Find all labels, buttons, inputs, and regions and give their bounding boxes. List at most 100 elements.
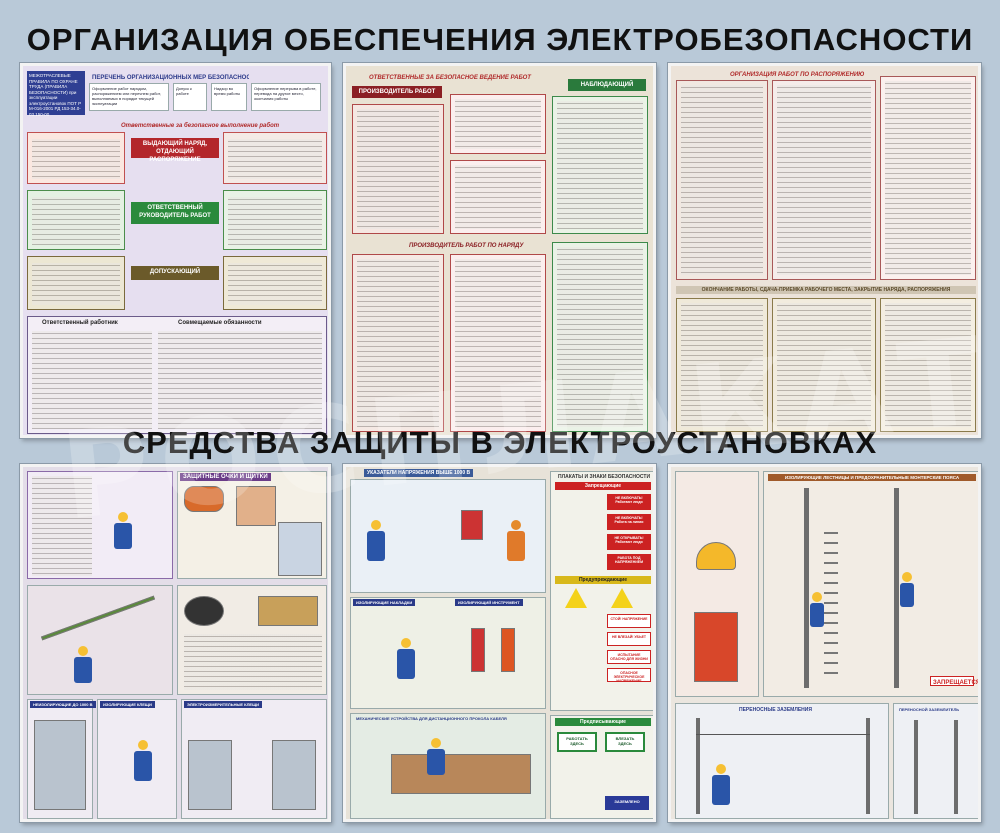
worker-icon bbox=[138, 740, 148, 750]
duty-box-2-text bbox=[228, 139, 322, 179]
tools-label: ИЗОЛИРУЮЩИЙ ИНСТРУМЕНТ bbox=[455, 599, 523, 606]
producer-box-3-text bbox=[455, 165, 541, 229]
tag-supervisor: ОТВЕТСТВЕННЫЙ РУКОВОДИТЕЛЬ РАБОТ bbox=[131, 202, 219, 224]
portable-grounding-scene: ПЕРЕНОСНЫЕ ЗАЗЕМЛЕНИЯ bbox=[675, 703, 889, 819]
prohibiting-label: Запрещающие bbox=[555, 482, 651, 490]
measure-cell-2: Допуск к работе bbox=[173, 83, 207, 111]
sign-no-switch-2: НЕ ВКЛЮЧАТЬ! Работа на линии bbox=[607, 514, 651, 530]
warning-triangle-icon bbox=[565, 588, 587, 608]
worker-body-icon bbox=[114, 523, 132, 549]
utility-pole-icon-4 bbox=[866, 718, 870, 814]
order-box-2-text bbox=[455, 259, 541, 427]
closing-col-1-text bbox=[681, 303, 763, 427]
sign-test-danger: ИСПЫТАНИЕ ОПАСНО ДЛЯ ЖИЗНИ bbox=[607, 650, 651, 664]
prohibited-note: ЗАПРЕЩАЕТСЯ bbox=[930, 676, 978, 686]
lightning-triangle-icon bbox=[611, 588, 633, 608]
indicator-device-icon bbox=[461, 510, 483, 540]
pads-and-tools: ИЗОЛИРУЮЩИЕ НАКЛАДКИ ИЗОЛИРУЮЩИЙ ИНСТРУМ… bbox=[350, 597, 546, 709]
poster-ladders-grounding: ИЗОЛИРУЮЩИЕ ЛЕСТНИЦЫ И ПРЕДОХРАНИТЕЛЬНЫЕ… bbox=[668, 464, 981, 822]
producer-box-3 bbox=[450, 160, 546, 234]
cable-pierce-scene: МЕХАНИЧЕСКИЕ УСТРОЙСТВА ДЛЯ ДИСТАНЦИОННО… bbox=[350, 713, 546, 819]
order-col-3 bbox=[880, 76, 976, 280]
clamps-label: ИЗОЛИРУЮЩИЕ КЛЕЩИ bbox=[100, 701, 155, 708]
gloves-icon bbox=[236, 486, 276, 526]
observer-duties bbox=[552, 96, 648, 234]
measure-cell-4: Оформление перерыва в работе, перевода н… bbox=[251, 83, 321, 111]
order-box-1-text bbox=[357, 259, 439, 427]
section-title: СРЕДСТВА ЗАЩИТЫ В ЭЛЕКТРОУСТАНОВКАХ bbox=[122, 425, 878, 460]
measures-header: ПЕРЕЧЕНЬ ОРГАНИЗАЦИОННЫХ МЕР БЕЗОПАСНОСТ… bbox=[92, 75, 249, 81]
worker-icon bbox=[371, 520, 381, 530]
duty-box-3 bbox=[27, 190, 125, 250]
measure-cell-3-text: Надзор во время работы bbox=[214, 86, 241, 96]
indicators-label: УКАЗАТЕЛИ НАПРЯЖЕНИЯ ВЫШЕ 1000 В bbox=[364, 469, 474, 477]
table-col-1-rows bbox=[32, 331, 152, 429]
sign-no-switch-1: НЕ ВКЛЮЧАТЬ! Работают люди bbox=[607, 494, 651, 510]
pe-box-1 bbox=[27, 471, 173, 579]
duty-box-2 bbox=[223, 132, 327, 184]
poster-signs-and-tools: УКАЗАТЕЛИ НАПРЯЖЕНИЯ ВЫШЕ 1000 В ПЛАКАТЫ… bbox=[343, 464, 656, 822]
indicator-label: НЕИЗОЛИРУЮЩИЕ ДО 1000 В bbox=[30, 701, 96, 708]
order-box-3-text bbox=[557, 247, 643, 427]
tag-admitter: ДОПУСКАЮЩИЙ bbox=[131, 266, 219, 280]
measure-cell-3: Надзор во время работы bbox=[211, 83, 247, 111]
ladders-scene: ИЗОЛИРУЮЩИЕ ЛЕСТНИЦЫ И ПРЕДОХРАНИТЕЛЬНЫЕ… bbox=[763, 471, 978, 697]
cabinet-icon-2 bbox=[272, 740, 316, 810]
closing-header: ОКОНЧАНИЕ РАБОТЫ, СДАЧА-ПРИЕМКА РАБОЧЕГО… bbox=[676, 286, 976, 294]
poster-organizational-measures: МЕЖОТРАСЛЕВЫЕ ПРАВИЛА ПО ОХРАНЕ ТРУДА (П… bbox=[20, 63, 331, 438]
grounding-rod-icon-2 bbox=[954, 720, 958, 814]
warning-label: Предупреждающие bbox=[555, 576, 651, 584]
sign-work-here: РАБОТАТЬ ЗДЕСЬ bbox=[557, 732, 597, 752]
worker-icon bbox=[78, 646, 88, 656]
signs-label: ПЛАКАТЫ И ЗНАКИ БЕЗОПАСНОСТИ bbox=[558, 474, 651, 480]
order-box-3 bbox=[552, 242, 648, 432]
insulating-rod-icon bbox=[40, 595, 156, 641]
worker-body-icon bbox=[810, 603, 824, 627]
cabinet-icon bbox=[188, 740, 232, 810]
duty-box-6 bbox=[223, 256, 327, 310]
glasses-label: ЗАЩИТНЫЕ ОЧКИ И ЩИТКИ bbox=[180, 473, 271, 481]
grounding-device-box: ПЕРЕНОСНОЙ ЗАЗЕМЛИТЕЛЬ bbox=[893, 703, 978, 819]
rules-sidebar-text: МЕЖОТРАСЛЕВЫЕ ПРАВИЛА ПО ОХРАНЕ ТРУДА (П… bbox=[29, 73, 82, 117]
pe-box-mats-text bbox=[184, 634, 322, 690]
prescriptive-label: Предписывающие bbox=[555, 718, 651, 726]
worker-body-icon bbox=[74, 657, 92, 683]
switchboard-icon bbox=[34, 720, 86, 810]
worker-photo bbox=[278, 522, 322, 576]
cable-pierce-label: МЕХАНИЧЕСКИЕ УСТРОЙСТВА ДЛЯ ДИСТАНЦИОННО… bbox=[356, 716, 507, 721]
duty-box-5 bbox=[27, 256, 125, 310]
sign-live-work: РАБОТА ПОД НАПРЯЖЕНИЕМ bbox=[607, 554, 651, 570]
table-col-2: Совмещаемые обязанности bbox=[178, 320, 262, 326]
measure-cell-1: Оформление работ нарядом, распоряжением … bbox=[89, 83, 169, 111]
mat-icon bbox=[258, 596, 318, 626]
page-title: ОРГАНИЗАЦИЯ ОБЕСПЕЧЕНИЯ ЭЛЕКТРОБЕЗОПАСНО… bbox=[26, 22, 974, 57]
combined-duties-table: Ответственный работник Совмещаемые обяза… bbox=[27, 316, 327, 434]
worker-body-icon bbox=[397, 649, 415, 679]
portable-grounding-label: ПЕРЕНОСНЫЕ ЗАЗЕМЛЕНИЯ bbox=[739, 707, 812, 713]
wire-icon bbox=[696, 734, 870, 735]
grounding-rod-icon bbox=[914, 720, 918, 814]
responsible-section-header: Ответственные за безопасное выполнение р… bbox=[121, 123, 280, 129]
closing-col-2-text bbox=[777, 303, 871, 427]
meters-label: ЭЛЕКТРОИЗМЕРИТЕЛЬНЫЕ КЛЕЩИ bbox=[184, 701, 263, 708]
duty-box-4 bbox=[223, 190, 327, 250]
cutters-icon bbox=[501, 628, 515, 672]
indicator-scene bbox=[350, 479, 546, 593]
boots-icon bbox=[184, 596, 224, 626]
worker-icon bbox=[401, 638, 411, 648]
poster-responsible-persons: ОТВЕТСТВЕННЫЕ ЗА БЕЗОПАСНОЕ ВЕДЕНИЕ РАБО… bbox=[343, 63, 656, 438]
helmet-icon bbox=[696, 542, 736, 570]
worker-icon bbox=[431, 738, 441, 748]
order-col-1-text bbox=[681, 85, 763, 275]
sign-climb-here: ВЛЕЗАТЬ ЗДЕСЬ bbox=[605, 732, 645, 752]
observer-duties-text bbox=[557, 101, 643, 229]
pads-label: ИЗОЛИРУЮЩИЕ НАКЛАДКИ bbox=[353, 599, 416, 606]
table-col-2-rows bbox=[158, 331, 322, 429]
closing-col-3 bbox=[880, 298, 976, 432]
closing-col-2 bbox=[772, 298, 876, 432]
worker-body-icon bbox=[367, 531, 385, 561]
responsible-header: ОТВЕТСТВЕННЫЕ ЗА БЕЗОПАСНОЕ ВЕДЕНИЕ РАБО… bbox=[369, 75, 531, 81]
worker-body-icon-2 bbox=[507, 531, 525, 561]
order-col-3-text bbox=[885, 81, 971, 275]
measure-cell-4-text: Оформление перерыва в работе, перевода н… bbox=[254, 86, 317, 101]
